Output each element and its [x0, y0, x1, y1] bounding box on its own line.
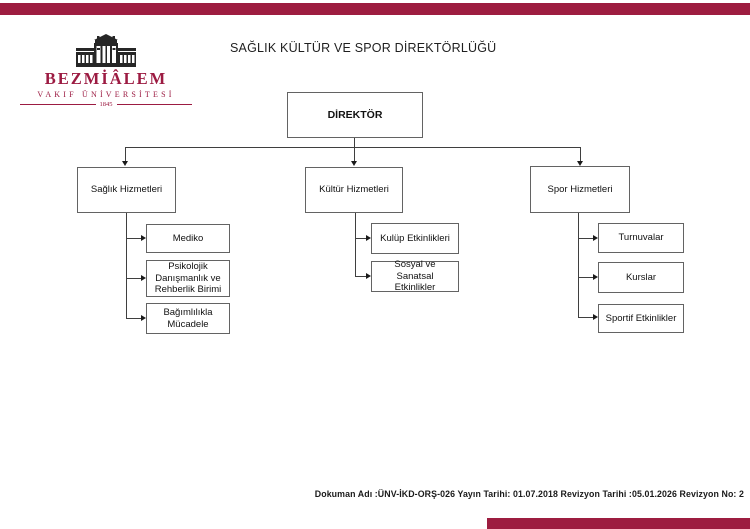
- arrow-down-icon: [351, 161, 357, 166]
- org-node-psikolojik-danismanlik: Psikolojik Danışmanlık ve Rehberlik Biri…: [146, 260, 230, 297]
- org-node-mediko: Mediko: [146, 224, 230, 253]
- logo-founding-year: 1845: [20, 101, 192, 108]
- connector-line: [126, 278, 141, 279]
- arrow-down-icon: [577, 161, 583, 166]
- arrow-down-icon: [122, 161, 128, 166]
- org-node-turnuvalar: Turnuvalar: [598, 223, 684, 253]
- org-node-sosyal-sanatsal: Sosyal ve Sanatsal Etkinlikler: [371, 259, 459, 293]
- connector-line: [578, 277, 593, 278]
- bottom-brand-bar: [487, 518, 750, 529]
- connector-line: [355, 276, 366, 277]
- arrow-right-icon: [593, 313, 598, 320]
- connector-line: [126, 238, 141, 239]
- arrow-right-icon: [141, 314, 146, 321]
- connector-line: [578, 238, 593, 239]
- connector-line: [354, 147, 355, 161]
- university-building-icon: [76, 34, 136, 67]
- org-node-bagimlilikla-mucadele: Bağımlılıkla Mücadele: [146, 303, 230, 334]
- university-logo: BEZMİÂLEM VAKIF ÜNİVERSİTESİ 1845: [20, 34, 192, 108]
- org-node-kulup-etkinlikleri: Kulüp Etkinlikleri: [371, 223, 459, 254]
- logo-university-name: BEZMİÂLEM: [44, 69, 168, 88]
- org-node-saglik-hizmetleri: Sağlık Hizmetleri: [77, 167, 176, 213]
- arrow-right-icon: [141, 274, 146, 281]
- org-node-kurslar: Kurslar: [598, 262, 684, 293]
- arrow-right-icon: [141, 234, 146, 241]
- logo-year-rule-left: [20, 104, 96, 105]
- org-node-spor-hizmetleri: Spor Hizmetleri: [530, 166, 630, 213]
- connector-line: [126, 213, 127, 318]
- logo-year-rule-right: [116, 104, 192, 105]
- arrow-right-icon: [593, 273, 598, 280]
- arrow-right-icon: [366, 272, 371, 279]
- connector-line: [355, 238, 366, 239]
- connector-line: [125, 147, 581, 148]
- arrow-right-icon: [593, 234, 598, 241]
- logo-year-text: 1845: [99, 101, 113, 108]
- org-node-sportif-etkinlikler: Sportif Etkinlikler: [598, 304, 684, 333]
- org-node-kultur-hizmetleri: Kültür Hizmetleri: [305, 167, 403, 213]
- arrow-right-icon: [366, 234, 371, 241]
- org-node-direktor: DİREKTÖR: [287, 92, 423, 138]
- document-metadata: Dokuman Adı :ÜNV-İKD-ORŞ-026 Yayın Tarih…: [314, 489, 744, 499]
- connector-line: [125, 147, 126, 161]
- connector-line: [355, 213, 356, 276]
- connector-line: [126, 318, 141, 319]
- connector-line: [578, 317, 593, 318]
- connector-line: [580, 147, 581, 161]
- connector-line: [578, 213, 579, 317]
- page-title: SAĞLIK KÜLTÜR VE SPOR DİREKTÖRLÜĞÜ: [230, 41, 497, 55]
- top-brand-bar: [0, 3, 750, 15]
- logo-university-subtitle: VAKIF ÜNİVERSİTESİ: [37, 90, 175, 99]
- connector-line: [354, 138, 355, 147]
